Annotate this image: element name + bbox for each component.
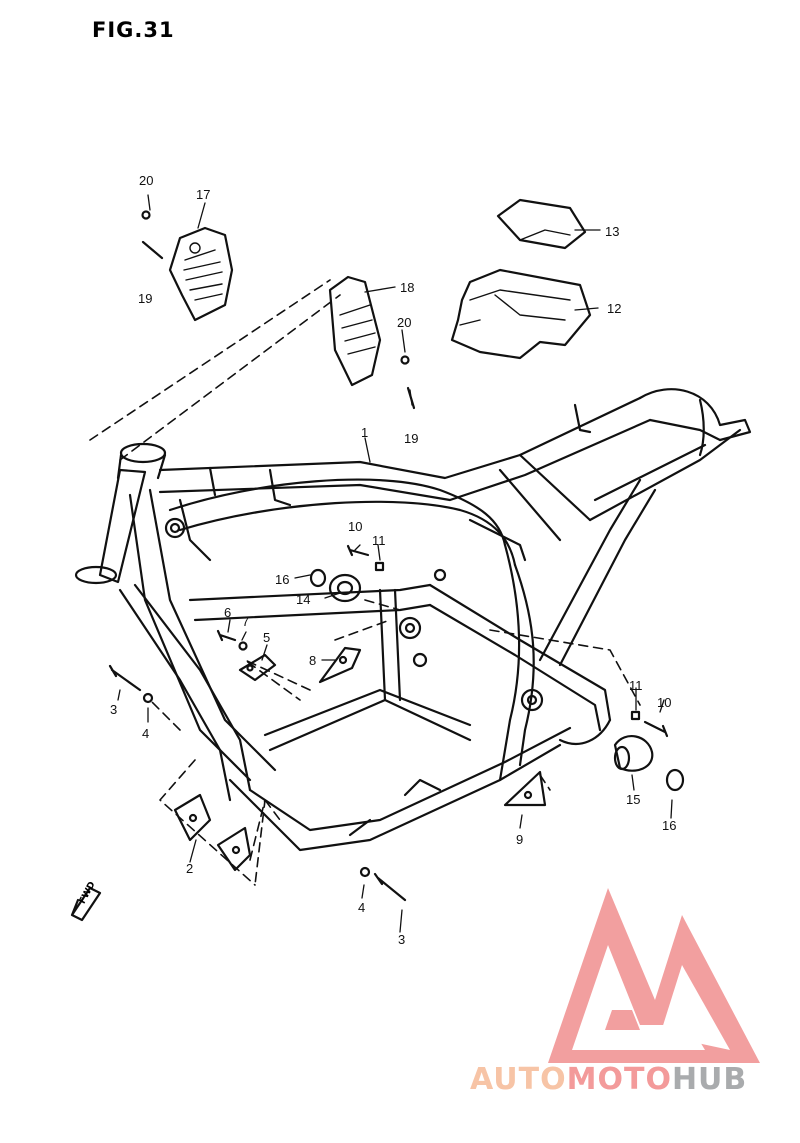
part-2-plate — [173, 793, 212, 842]
callout-9: 9 — [516, 832, 523, 847]
part-12-detail — [459, 289, 571, 326]
part-17-vents — [183, 242, 223, 301]
callout-7: 7 — [242, 614, 249, 629]
callout-3: 3 — [110, 702, 117, 717]
part-19-bolt — [141, 240, 164, 260]
watermark-auto: AUTO — [470, 1062, 567, 1097]
part-9-plate — [503, 770, 547, 807]
callout-11-right: 11 — [629, 678, 643, 693]
callout-17: 17 — [196, 187, 210, 202]
watermark-text: AUTOMOTOHUB — [470, 1062, 747, 1097]
callout-16-right: 16 — [662, 818, 676, 833]
part-10-bolt-right — [643, 720, 669, 738]
part-6-bolt — [216, 629, 237, 642]
callout-11: 11 — [372, 533, 386, 548]
callout-14: 14 — [296, 592, 310, 607]
part-4-nut — [142, 692, 154, 704]
callout-20-right: 20 — [397, 315, 411, 330]
part-20-screw-right — [400, 355, 410, 365]
part-11-nut-right — [630, 710, 641, 721]
callout-4: 4 — [142, 726, 149, 741]
callout-13: 13 — [605, 224, 619, 239]
part-17-side-cover — [168, 226, 234, 322]
part-4-nut-lower — [359, 866, 371, 878]
callout-2: 2 — [186, 861, 193, 876]
part-15-grommet — [613, 735, 654, 772]
watermark-hub: HUB — [671, 1062, 748, 1097]
part-16-ring — [309, 568, 327, 588]
part-19-bolt-right — [406, 386, 416, 410]
part-12-tray — [450, 268, 592, 360]
callout-12: 12 — [607, 301, 621, 316]
fwd-arrow-icon — [70, 886, 102, 922]
callout-15: 15 — [626, 792, 640, 807]
callout-8: 8 — [309, 653, 316, 668]
part-8-plate — [318, 646, 362, 684]
part-3-bolt — [108, 664, 142, 692]
callout-19-right: 19 — [404, 431, 418, 446]
part-16-ring-right — [665, 768, 685, 792]
part-18-side-cover — [328, 275, 382, 387]
callout-6: 6 — [224, 605, 231, 620]
part-11-nut — [374, 561, 385, 572]
part-7-nut — [238, 641, 248, 651]
part-18-vents — [339, 304, 376, 355]
callout-19: 19 — [138, 291, 152, 306]
watermark-moto: MOTO — [566, 1062, 672, 1097]
figure-title: FIG.31 — [92, 18, 175, 42]
part-14-grommet — [328, 573, 362, 603]
part-5-plate — [238, 653, 277, 682]
leader-lines — [89, 279, 641, 886]
callout-10: 10 — [348, 519, 362, 534]
callout-18: 18 — [400, 280, 414, 295]
part-20-screw — [141, 210, 151, 220]
callout-3-lower: 3 — [398, 932, 405, 947]
watermark-logo-icon — [548, 888, 760, 1063]
part-13-tray-cover — [496, 198, 587, 250]
part-13-edge — [519, 229, 571, 241]
callout-20: 20 — [139, 173, 153, 188]
part-2-plate-second — [216, 826, 252, 872]
callout-leaders — [117, 194, 673, 933]
callout-5: 5 — [263, 630, 270, 645]
part-10-bolt — [346, 544, 370, 557]
part-3-bolt-lower — [373, 872, 407, 902]
callout-1: 1 — [361, 425, 368, 440]
callout-16: 16 — [275, 572, 289, 587]
frame-main — [74, 388, 752, 852]
callout-4-lower: 4 — [358, 900, 365, 915]
callout-10-right: 10 — [657, 695, 671, 710]
